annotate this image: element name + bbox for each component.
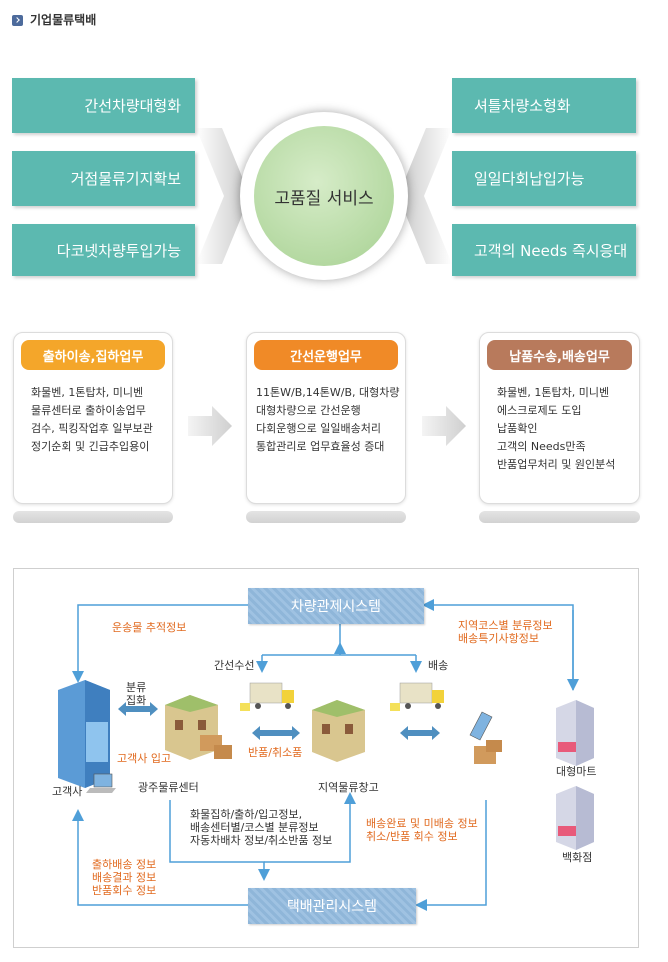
note-line: 배송센터별/코스별 분류정보 (190, 821, 319, 834)
left-chevron-arrow (196, 128, 250, 264)
note-region-course: 지역코스별 분류정보 배송특기사항정보 (458, 619, 553, 645)
line-regional-up (264, 792, 356, 863)
note-line: 지역코스별 분류정보 (458, 619, 553, 632)
double-arrow-1 (118, 702, 158, 716)
process-line: 검수, 픽킹작업후 일부보관 (31, 422, 153, 435)
regional-warehouse-illustration (312, 700, 365, 762)
note-center-info: 화물집하/출하/입고정보, 배송센터별/코스별 분류정보 자동차배차 정보/취소… (190, 808, 332, 847)
customer-building-illustration (58, 680, 110, 788)
process-line: 반품업무처리 및 원인분석 (497, 458, 616, 471)
note-line: 배송완료 및 미배송 정보 (366, 817, 478, 830)
system-diagram-frame (13, 568, 639, 948)
delivery-management-system: 택배관리시스템 (248, 888, 416, 924)
label-delivery: 배송 (428, 659, 449, 672)
process-line: 화물벤, 1톤탑차, 미니벤 (31, 386, 144, 399)
dept-store-illustration (556, 786, 594, 850)
note-tracking: 운송물 추적정보 (112, 621, 186, 634)
vehicle-control-system: 차량관제시스템 (248, 588, 424, 624)
process-line: 납품확인 (497, 422, 538, 435)
label-classify: 분류 집화 (126, 681, 146, 707)
delivery-truck-illustration (390, 682, 444, 711)
note-line: 반품회수 정보 (92, 884, 157, 897)
right-chevron-arrow (398, 128, 452, 264)
note-line: 취소/반품 회수 정보 (366, 830, 458, 843)
label-mart: 대형마트 (556, 765, 597, 778)
line-delivery-done (415, 800, 487, 911)
process-line: 에스크로제도 도입 (497, 404, 582, 417)
laptop-illustration (86, 773, 116, 793)
process-line: 통합관리로 업무효율성 증대 (256, 440, 385, 453)
process-lines-1: 화물벤, 1톤탑차, 미니벤 물류센터로 출하이송업무 검수, 픽킹작업후 일부… (31, 384, 153, 456)
trunk-truck-illustration (240, 682, 294, 711)
process-line: 고객의 Needs만족 (497, 440, 586, 453)
note-line: 출하배송 정보 (92, 858, 157, 871)
label-dept: 백화점 (562, 851, 593, 864)
label-returns: 반품/취소품 (248, 746, 303, 759)
card-shadow-3 (479, 511, 640, 523)
service-left-3: 다코넷차량투입가능 (12, 224, 195, 276)
card-shadow-1 (13, 511, 173, 523)
note-line: 배송특기사항정보 (458, 632, 539, 645)
page-title: 기업물류택배 (30, 13, 97, 27)
label-regional: 지역물류창고 (318, 781, 379, 794)
service-left-1: 간선차량대형화 (12, 78, 195, 133)
note-delivery-done: 배송완료 및 미배송 정보 취소/반품 회수 정보 (366, 817, 478, 843)
process-lines-3: 화물벤, 1톤탑차, 미니벤 에스크로제도 도입 납품확인 고객의 Needs만… (497, 384, 615, 474)
process-arrow-1 (188, 406, 232, 446)
process-arrows (188, 406, 466, 446)
gwangju-center-illustration (165, 695, 232, 760)
process-line: 물류센터로 출하이송업무 (31, 404, 146, 417)
note-line: 자동차배차 정보/취소반품 정보 (190, 834, 333, 847)
service-left-2: 거점물류기지확보 (12, 151, 195, 206)
service-right-1: 셔틀차량소형화 (452, 78, 636, 133)
process-line: 정기순회 및 긴급추입용이 (31, 440, 150, 453)
note-line: 배송결과 정보 (92, 871, 157, 884)
label-line: 집화 (126, 694, 147, 707)
line-region-course (422, 599, 574, 690)
section-bullet-icon (12, 15, 23, 26)
note-line: 화물집하/출하/입고정보, (190, 808, 303, 821)
process-line: 대형차량으로 간선운행 (256, 404, 361, 417)
line-gwangju-down (169, 800, 270, 881)
double-arrow-3 (400, 726, 440, 740)
line-tracking (72, 604, 248, 683)
process-title-2: 간선운행업무 (254, 340, 398, 370)
label-gwangju: 광주물류센터 (138, 781, 199, 794)
process-arrow-2 (422, 406, 466, 446)
process-lines-2: 11톤W/B,14톤W/B, 대형차량 대형차량으로 간선운행 다회운행으로 일… (256, 384, 399, 456)
label-trunk: 간선수선 (214, 659, 255, 672)
process-line: 화물벤, 1톤탑차, 미니벤 (497, 386, 610, 399)
center-service-circle: 고품질 서비스 (254, 126, 394, 266)
line-ship-info (72, 809, 248, 906)
note-line: 운송물 추적정보 (112, 621, 187, 634)
mart-building-illustration (556, 700, 594, 766)
pda-box-illustration (469, 711, 502, 764)
service-right-2: 일일다회납입가능 (452, 151, 636, 206)
double-arrow-2 (252, 726, 300, 740)
note-ship-info: 출하배송 정보 배송결과 정보 반품회수 정보 (92, 858, 156, 897)
process-title-3: 납품수송,배송업무 (487, 340, 632, 370)
service-right-3: 고객의 Needs 즉시응대 (452, 224, 636, 276)
process-title-1: 출하이송,집하업무 (21, 340, 165, 370)
label-line: 분류 (126, 681, 147, 694)
service-arrows (196, 128, 452, 264)
card-shadow-2 (246, 511, 406, 523)
label-customer: 고객사 (52, 785, 83, 798)
label-customer-in: 고객사 입고 (117, 752, 172, 765)
process-line: 11톤W/B,14톤W/B, 대형차량 (256, 386, 400, 399)
process-line: 다회운행으로 일일배송처리 (256, 422, 381, 435)
